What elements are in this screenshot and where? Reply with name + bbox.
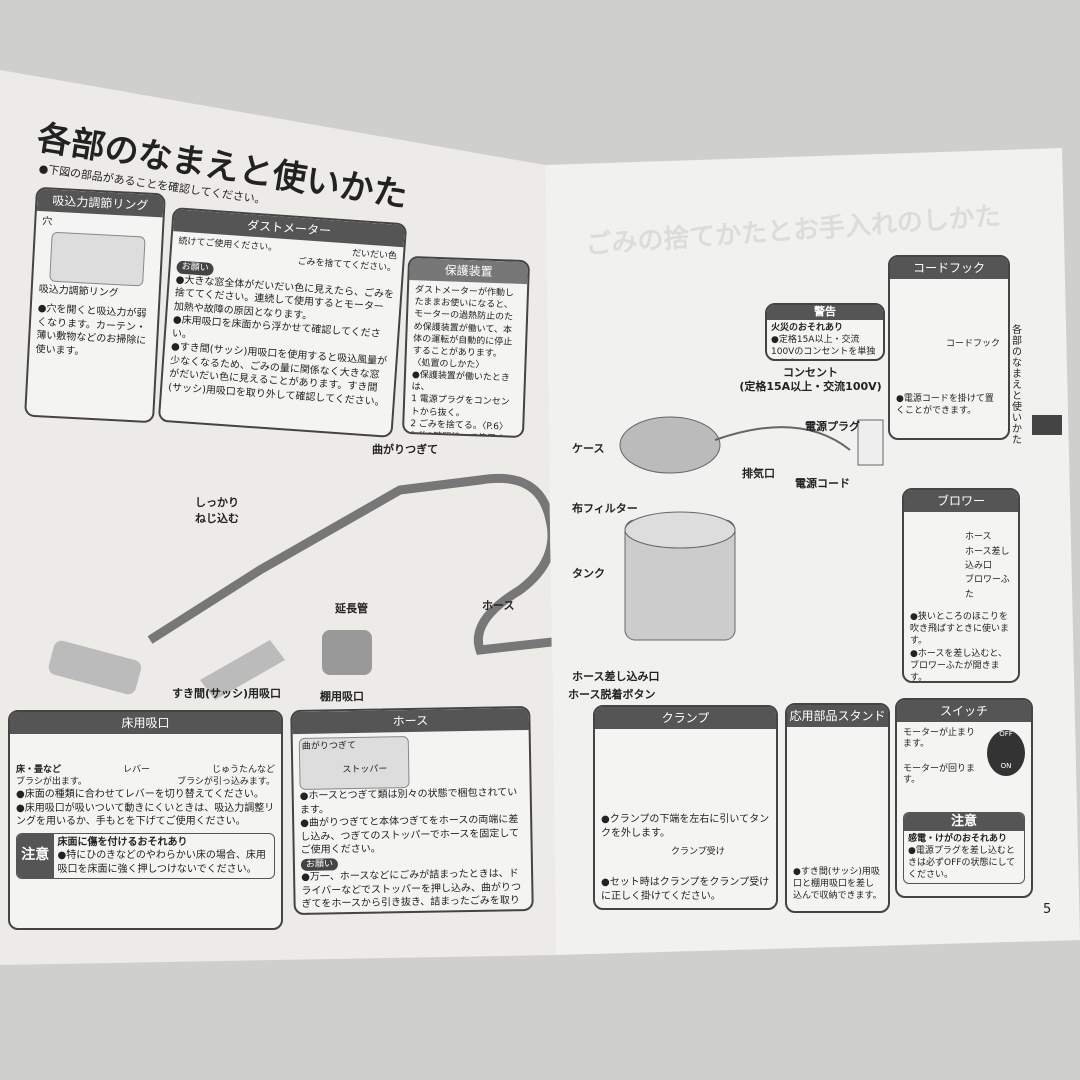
side-tab: 各部のなまえと使いかた <box>1012 325 1022 446</box>
off-label: OFF <box>999 730 1013 739</box>
on-label: ON <box>1000 761 1012 770</box>
request-tag: お願い <box>300 857 339 871</box>
clamp-note: ●セット時はクランプをクランプ受けに正しく掛けてください。 <box>601 877 770 902</box>
cordhook-text: ●電源コードを掛けて置くことができます。 <box>896 394 994 417</box>
caution-title: 床面に傷を付けるおそれあり <box>57 836 188 848</box>
brush-in: ブラシが引っ込みます。 <box>177 777 275 788</box>
clamp-panel: クランプ ●クランプの下端を左右に引いてタンクを外します。 クランプ受け ●セッ… <box>593 705 778 910</box>
stand-header: 応用部品スタンド <box>787 705 888 728</box>
label-tighten: しっかり ねじ込む <box>195 496 239 525</box>
hose-illustration: 曲がりつぎてストッパー <box>298 736 410 791</box>
floor-note: ●床面の種類に合わせてレバーを切り替えてください。 <box>16 789 264 801</box>
blower-note: ●狭いところのほこりを吹き飛ばすときに使います。 <box>910 612 1010 647</box>
stand-panel: 応用部品スタンド ●すき間(サッシ)用吸口と棚用吸口を差し込んで収納できます。 <box>785 703 890 913</box>
switch-header: スイッチ <box>897 700 1031 723</box>
vacuum-attachments-illustration <box>48 473 556 700</box>
switch-panel: スイッチ モーターが止まります。 モーターが回ります。 OFF ON 注意 感電・… <box>895 698 1033 898</box>
lever-label: レバー <box>122 765 150 776</box>
blower-hose: ホース <box>965 532 992 543</box>
label-shelf: 棚用吸口 <box>320 690 364 703</box>
label-plug: 電源プラグ <box>805 420 860 433</box>
label-cord: 電源コード <box>795 477 850 490</box>
caution-text: ●特にひのきなどのやわらかい床の場合、床用吸口を床面に強く押しつけないでください… <box>57 850 266 875</box>
cordhook-panel: コードフック コードフック ●電源コードを掛けて置くことができます。 <box>888 255 1010 440</box>
label-tank: タンク <box>572 567 605 580</box>
floor-label: 床・畳など <box>16 765 62 776</box>
brush-out: ブラシが出ます。 <box>16 777 87 788</box>
clamp-header: クランプ <box>595 707 776 730</box>
clamp-receiver: クランプ受け <box>671 847 725 858</box>
blower-cover: ブロワーふた <box>965 575 1010 600</box>
power-switch[interactable]: OFF ON <box>987 730 1025 777</box>
label-extension: 延長管 <box>335 602 368 615</box>
blower-note: ●ホースを差し込むと、ブロワーふたが開きます。 <box>910 648 1008 683</box>
elbow-label: 曲がりつぎて <box>301 741 357 753</box>
cordhook-label: コードフック <box>945 339 1000 350</box>
stand-text: ●すき間(サッシ)用吸口と棚用吸口を差し込んで収納できます。 <box>793 867 882 902</box>
label-crevice: すき間(サッシ)用吸口 <box>172 687 282 700</box>
label-elbow: 曲がりつぎて <box>372 443 439 456</box>
label-exhaust: 排気口 <box>742 467 775 480</box>
caution-title: 感電・けがのおそれあり <box>908 833 1008 844</box>
hose-note: ●曲がりつぎてと本体つぎてをホースの両端に差し込み、つぎてのストッパーでホースを… <box>300 814 520 857</box>
floor-header: 床用吸口 <box>10 712 281 735</box>
caution-text: ●電源プラグを差し込むときは必ずOFFの状態にしてください。 <box>908 845 1016 881</box>
caution-label: 注意 <box>904 813 1024 831</box>
clamp-note: ●クランプの下端を左右に引いてタンクを外します。 <box>601 814 770 839</box>
label-case: ケース <box>572 442 605 455</box>
hose-panel: ホース 曲がりつぎてストッパー ●ホースとつぎて類は別々の状態で梱包されています… <box>290 705 534 916</box>
hose-note: ●ホースとつぎて類は別々の状態で梱包されています。 <box>299 787 518 816</box>
warning-text: ●定格15A以上・交流100Vのコンセントを単独で使う <box>771 334 876 358</box>
blower-header: ブロワー <box>904 490 1018 513</box>
hose-request: ●万一、ホースなどにごみが詰まったときは、ドライバーなどでストッパーを押し込み、… <box>301 868 522 915</box>
caution-label: 注意 <box>17 833 54 879</box>
warning-title: 火災のおそれあり <box>771 322 844 333</box>
side-tab-marker <box>1032 415 1062 435</box>
switch-stop: モーターが止まります。 <box>903 728 976 749</box>
label-filter: 布フィルター <box>572 502 638 515</box>
blower-panel: ブロワー ホースホース差し込み口ブロワーふた ●狭いところのほこりを吹き飛ばすと… <box>902 488 1020 683</box>
label-hose: ホース <box>482 599 515 612</box>
cordhook-header: コードフック <box>890 257 1008 280</box>
warning-label: 警告 <box>767 305 883 320</box>
warning-panel: 警告 火災のおそれあり●定格15A以上・交流100Vのコンセントを単独で使う <box>765 303 885 361</box>
hose-header: ホース <box>292 707 529 735</box>
carpet-label: じゅうたんなど <box>211 765 275 776</box>
vacuum-body-illustration <box>619 416 884 641</box>
label-release: ホース脱着ボタン <box>568 688 656 701</box>
blower-inlet: ホース差し込み口 <box>965 546 1010 571</box>
switch-run: モーターが回ります。 <box>903 764 976 785</box>
stopper-label: ストッパー <box>342 764 388 776</box>
label-inlet: ホース差し込み口 <box>572 670 660 683</box>
outlet-label: コンセント (定格15A以上・交流100V) <box>739 366 882 393</box>
floor-nozzle-panel: 床用吸口 床・畳など レバー じゅうたんなど ブラシが出ます。 ブラシが引っ込みま… <box>8 710 283 930</box>
floor-note: ●床用吸口が吸いついて動きにくいときは、吸込力調整リングを用いるか、手もとを下げ… <box>16 802 275 828</box>
page-number: 5 <box>1043 902 1052 917</box>
